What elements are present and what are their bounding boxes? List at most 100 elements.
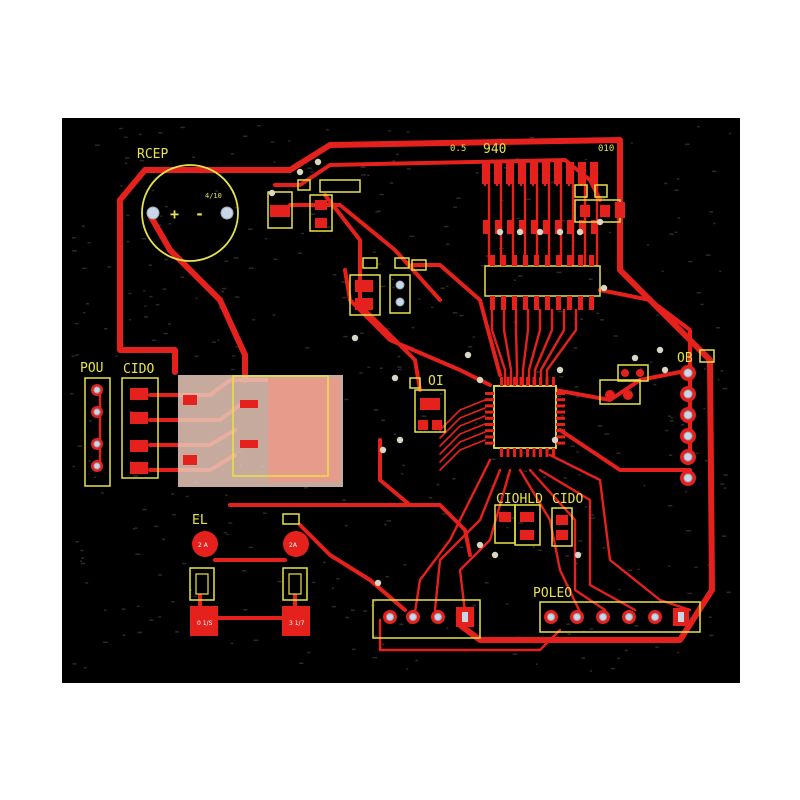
chip-pin bbox=[556, 429, 565, 433]
trace-bus bbox=[514, 308, 519, 388]
smd-pad bbox=[519, 220, 526, 234]
texture-dot bbox=[475, 172, 479, 174]
texture-dot bbox=[232, 355, 236, 357]
texture-dot bbox=[81, 557, 85, 559]
vias bbox=[268, 158, 669, 587]
texture-dot bbox=[212, 341, 217, 343]
texture-dot bbox=[397, 366, 402, 368]
header-pin-hole bbox=[547, 613, 555, 621]
texture-dot bbox=[277, 580, 283, 583]
texture-dot bbox=[556, 271, 562, 274]
texture-dot bbox=[668, 415, 672, 417]
texture-dot bbox=[634, 625, 639, 627]
texture-dot bbox=[123, 136, 128, 139]
texture-dot bbox=[680, 423, 685, 426]
texture-dot bbox=[331, 605, 336, 608]
texture-dot bbox=[664, 182, 668, 185]
texture-dot bbox=[529, 136, 535, 139]
texture-dot bbox=[608, 231, 612, 234]
texture-dot bbox=[402, 464, 405, 467]
texture-dot bbox=[600, 319, 605, 321]
texture-dot bbox=[379, 193, 384, 196]
texture-dot bbox=[397, 355, 401, 358]
chip-pin bbox=[578, 296, 583, 310]
texture-dot bbox=[703, 407, 706, 410]
texture-dot bbox=[667, 504, 673, 507]
texture-dot bbox=[485, 255, 490, 257]
texture-dot bbox=[547, 448, 553, 451]
texture-dot bbox=[272, 314, 276, 316]
chip-pin bbox=[545, 255, 550, 266]
texture-dot bbox=[326, 226, 331, 228]
texture-dot bbox=[610, 667, 616, 670]
texture-dot bbox=[674, 189, 679, 191]
texture-dot bbox=[536, 371, 541, 373]
smd-pad bbox=[578, 162, 586, 184]
texture-dot bbox=[559, 375, 564, 378]
texture-dot bbox=[406, 668, 409, 670]
texture-dot bbox=[153, 525, 159, 528]
cap-value-label: 4/10 bbox=[205, 192, 222, 200]
texture-dot bbox=[373, 601, 377, 603]
texture-dot bbox=[484, 581, 489, 584]
texture-dot bbox=[249, 267, 254, 269]
texture-dot bbox=[107, 266, 111, 268]
header-pin-hole bbox=[573, 613, 581, 621]
texture-dot bbox=[535, 663, 538, 665]
chip-pin bbox=[556, 423, 565, 426]
regulator-part bbox=[349, 257, 427, 316]
texture-dot bbox=[88, 459, 91, 462]
center-bottom-parts bbox=[494, 504, 573, 547]
trace-bus bbox=[490, 308, 507, 388]
texture-dot bbox=[144, 305, 147, 307]
texture-dot bbox=[676, 651, 680, 654]
texture-dot bbox=[94, 144, 100, 147]
chip-pin bbox=[512, 296, 517, 310]
texture-dot bbox=[385, 575, 390, 578]
trace-fanout bbox=[439, 415, 486, 447]
texture-dot bbox=[685, 490, 688, 493]
texture-dot bbox=[597, 425, 603, 427]
texture-dot bbox=[310, 213, 316, 216]
texture-dot bbox=[234, 296, 240, 298]
texture-dot bbox=[556, 395, 561, 398]
texture-dot bbox=[185, 495, 189, 498]
texture-dot bbox=[93, 476, 97, 478]
chip-pin bbox=[485, 441, 494, 445]
texture-dot bbox=[475, 422, 478, 424]
texture-dot bbox=[175, 631, 179, 633]
texture-dot bbox=[391, 278, 395, 281]
texture-dot bbox=[148, 264, 153, 266]
sw-left-label: 0 1/S bbox=[197, 620, 213, 627]
chip-pin bbox=[567, 255, 572, 266]
texture-dot bbox=[459, 546, 464, 549]
chip-pin bbox=[552, 377, 555, 386]
texture-dot bbox=[104, 327, 108, 330]
right-header bbox=[680, 349, 715, 486]
texture-dot bbox=[139, 159, 145, 162]
top-chip-label: 940 bbox=[483, 142, 506, 157]
smd-pad bbox=[567, 220, 574, 234]
texture-dot bbox=[393, 433, 397, 435]
texture-dot bbox=[446, 627, 449, 630]
texture-dot bbox=[273, 258, 278, 260]
texture-dot bbox=[158, 132, 163, 134]
texture-dot bbox=[694, 566, 698, 568]
texture-dot bbox=[723, 474, 728, 476]
texture-dot bbox=[403, 564, 407, 566]
smd-pad bbox=[543, 220, 550, 234]
texture-dot bbox=[372, 251, 376, 253]
texture-dot bbox=[567, 633, 571, 636]
texture-dot bbox=[561, 219, 566, 222]
texture-dot bbox=[386, 328, 391, 330]
texture-dot bbox=[231, 368, 235, 371]
texture-dot bbox=[360, 332, 364, 334]
top-chip bbox=[484, 255, 601, 310]
texture-dot bbox=[601, 197, 605, 200]
chip-pin bbox=[519, 448, 523, 457]
texture-dot bbox=[512, 653, 518, 655]
texture-dot bbox=[604, 433, 610, 435]
texture-dot bbox=[253, 639, 259, 642]
texture-dot bbox=[602, 547, 606, 549]
texture-dot bbox=[81, 225, 85, 227]
